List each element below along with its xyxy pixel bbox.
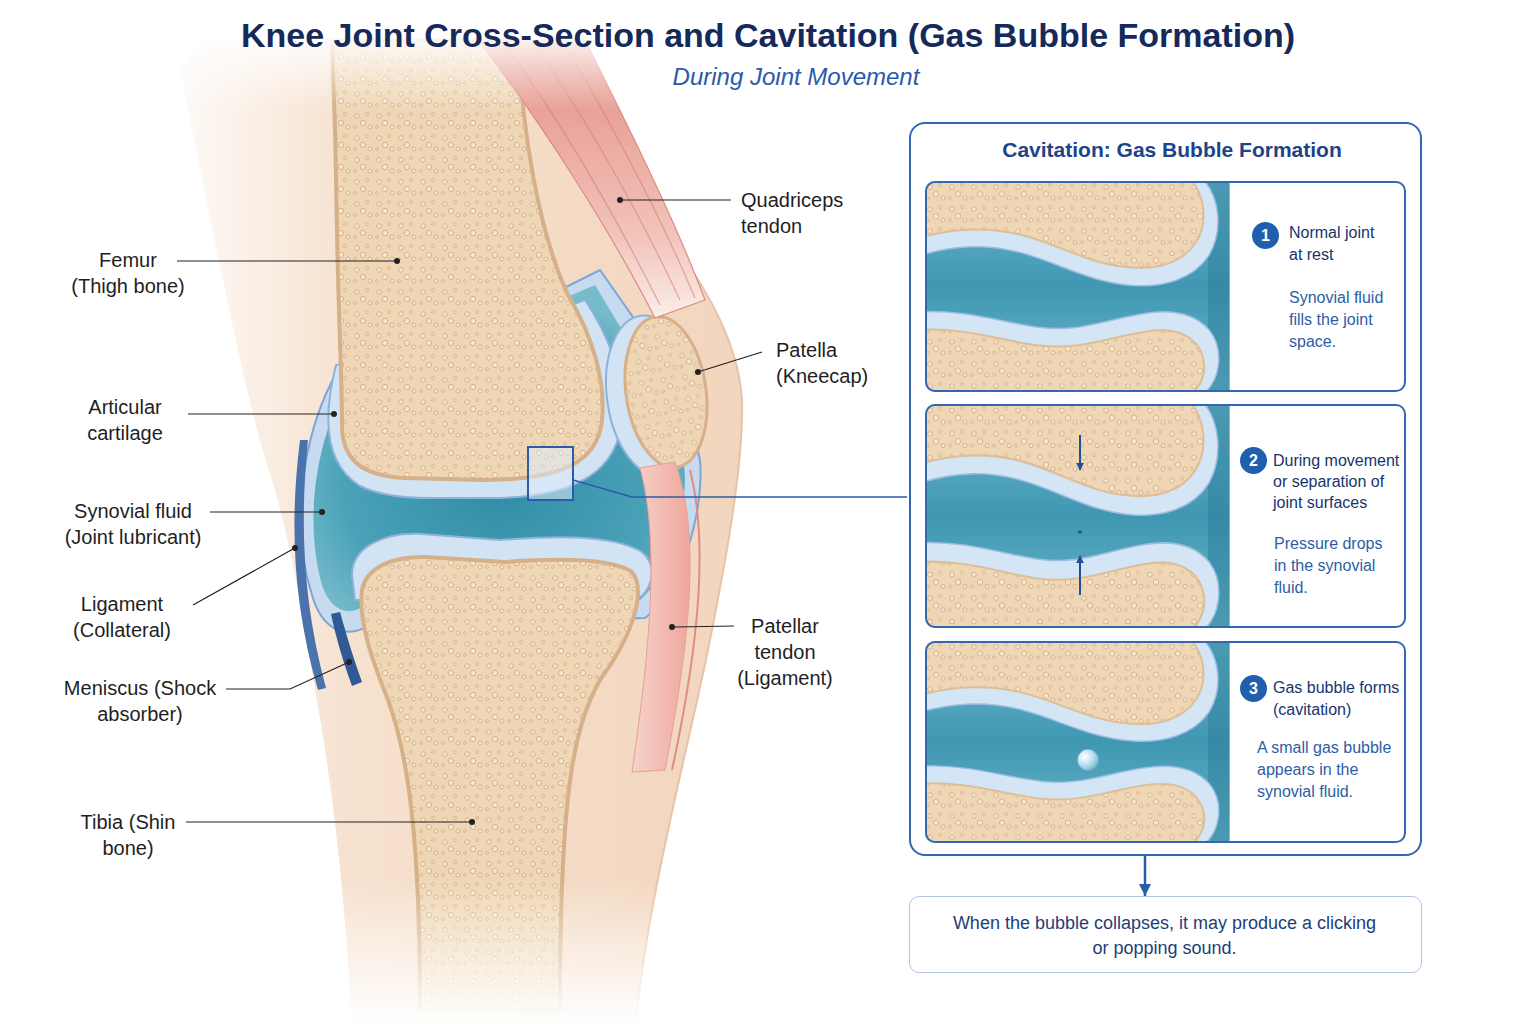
part-label: Tibia (Shin bone) xyxy=(70,809,186,861)
step-description: A small gas bubble appears in the synovi… xyxy=(1257,737,1397,803)
leader-line xyxy=(193,549,293,605)
step-heading: During movement or separation of joint s… xyxy=(1273,450,1403,513)
leader-dot xyxy=(319,509,325,515)
step-heading: Gas bubble forms (cavitation) xyxy=(1273,677,1403,721)
step-panel: During movement or separation of joint s… xyxy=(925,404,1406,628)
leader-dot xyxy=(331,411,337,417)
part-label: Patellar tendon (Ligament) xyxy=(730,613,840,691)
step-heading: Normal joint at rest xyxy=(1289,222,1384,266)
leader-lines xyxy=(177,200,762,822)
leg-skin xyxy=(180,40,742,1024)
leader-line xyxy=(623,199,731,200)
leader-line xyxy=(675,626,734,627)
diagram-title: Knee Joint Cross-Section and Cavitation … xyxy=(0,14,1536,56)
collateral-ligament xyxy=(294,440,326,690)
patella-bone xyxy=(616,311,716,473)
leader-line xyxy=(701,352,762,371)
fade xyxy=(150,880,800,1024)
meniscus xyxy=(331,612,362,686)
panel-title: Cavitation: Gas Bubble Formation xyxy=(962,137,1382,163)
part-label: Meniscus (Shock absorber) xyxy=(60,675,220,727)
leader-line xyxy=(188,413,331,414)
callout-number: 1 xyxy=(1261,228,1270,244)
leader-line xyxy=(177,260,394,261)
subtitle: During Joint Movement xyxy=(586,62,1006,92)
joint-closeup xyxy=(920,176,1230,397)
leader-dot xyxy=(669,624,675,630)
step-number-circle: 3 xyxy=(1240,675,1267,702)
pressure-arrow xyxy=(1079,556,1081,595)
leader-dot xyxy=(394,258,400,264)
part-label: Patella (Kneecap) xyxy=(776,337,876,389)
step-panel: Gas bubble forms (cavitation) A small gas… xyxy=(925,641,1406,843)
gas-bubble xyxy=(1077,749,1099,771)
callout-number: 3 xyxy=(1249,681,1258,697)
leader-dots xyxy=(292,197,701,825)
part-label: Articular cartilage xyxy=(75,394,175,446)
callout-number: 2 xyxy=(1249,453,1258,469)
part-label: Quadriceps tendon xyxy=(741,187,851,239)
note-text: When the bubble collapses, it may produc… xyxy=(948,911,1382,961)
part-label: Femur (Thigh bone) xyxy=(70,247,186,299)
joint-closeup xyxy=(920,636,1230,848)
part-label: Synovial fluid (Joint lubricant) xyxy=(58,498,208,550)
zoom-square xyxy=(528,447,573,500)
nucleation-dot xyxy=(1078,530,1082,534)
panel-frame: Cavitation: Gas Bubble FormationNormal j… xyxy=(909,122,1422,856)
tendon-edge xyxy=(672,470,700,770)
leader-dot xyxy=(695,369,701,375)
note-box: When the bubble collapses, it may produc… xyxy=(909,896,1422,973)
leader-line xyxy=(186,821,469,822)
step-number-circle: 2 xyxy=(1240,447,1267,474)
leader-dot xyxy=(346,659,352,665)
joint-closeup xyxy=(920,399,1230,634)
leader-line xyxy=(226,663,347,689)
leader-dot xyxy=(292,545,298,551)
connectors xyxy=(1145,856,1146,896)
flow-arrow xyxy=(1144,856,1147,896)
part-label: Ligament (Collateral) xyxy=(62,591,182,643)
leader-dot xyxy=(469,819,475,825)
step-description: Synovial fluid fills the joint space. xyxy=(1289,287,1389,353)
zoom-leader xyxy=(573,480,907,497)
step-panel: Normal joint at restSynovial fluid fills… xyxy=(925,181,1406,392)
step-description: Pressure drops in the synovial fluid. xyxy=(1274,533,1389,599)
step-number-circle: 1 xyxy=(1252,222,1279,249)
leader-dot xyxy=(617,197,623,203)
leader-line xyxy=(210,511,319,512)
pressure-arrow xyxy=(1079,435,1081,470)
